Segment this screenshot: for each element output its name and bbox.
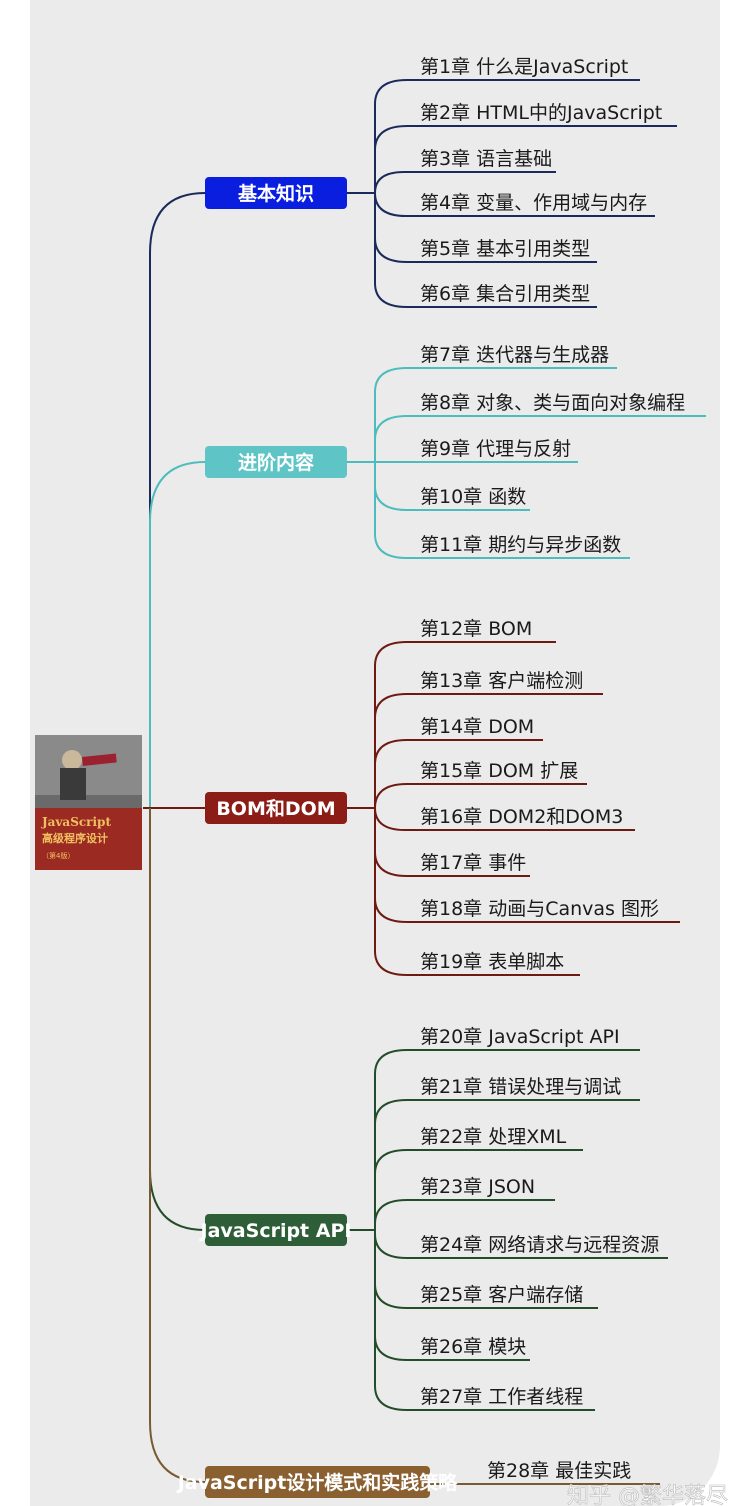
category-label: JavaScript API (199, 1220, 352, 1242)
chapter-label: 第4章 变量、作用域与内存 (420, 192, 647, 214)
category-node (205, 446, 347, 478)
chapter-label: 第15章 DOM 扩展 (420, 760, 578, 782)
cover-title-cn: 高级程序设计 (42, 831, 108, 845)
chapter-label: 第13章 客户端检测 (420, 670, 583, 692)
chapter-label: 第5章 基本引用类型 (420, 238, 590, 260)
chapter-label: 第21章 错误处理与调试 (420, 1076, 621, 1098)
chapter-connector (347, 1199, 555, 1231)
child-head (62, 750, 82, 770)
cover-title-en: JavaScript (41, 815, 111, 829)
chapter-connector (347, 367, 617, 463)
chapter-label: 第3章 语言基础 (420, 148, 552, 170)
branch-1: 第1章 什么是JavaScript 第2章 HTML中的JavaScript 第3章… (149, 56, 677, 808)
trunk-connector (149, 192, 206, 808)
chapter-connector (347, 79, 640, 194)
chapter-label: 第6章 集合引用类型 (420, 283, 590, 305)
chapter-connector (347, 1229, 595, 1411)
chapter-label: 第10章 函数 (420, 486, 526, 508)
category-node (205, 1214, 347, 1246)
chapter-connector (347, 641, 556, 809)
category-node (205, 177, 347, 209)
chapter-label: 第20章 JavaScript API (420, 1026, 620, 1048)
trunk-connector (149, 808, 206, 1231)
category-node (205, 792, 347, 824)
chapter-label: 第26章 模块 (420, 1336, 526, 1358)
chapter-label: 第7章 迭代器与生成器 (420, 344, 609, 366)
chapter-label: 第14章 DOM (420, 716, 534, 738)
category-label: 进阶内容 (238, 451, 314, 474)
chapter-connector (347, 739, 543, 809)
chapter-label: 第8章 对象、类与面向对象编程 (420, 392, 685, 414)
chapter-label: 第24章 网络请求与远程资源 (420, 1234, 659, 1256)
cover-band (35, 808, 142, 870)
chapter-connector (347, 171, 556, 194)
chapter-label: 第17章 事件 (420, 852, 526, 874)
chapter-label: 第11章 期约与异步函数 (420, 534, 621, 556)
chapter-label: 第28章 最佳实践 (487, 1460, 631, 1482)
chapter-connector (347, 807, 580, 976)
chapter-connector (347, 192, 597, 308)
category-label: JavaScript设计模式和实践策略 (176, 1471, 459, 1494)
chapter-label: 第19章 表单脚本 (420, 951, 564, 973)
chapter-label: 第1章 什么是JavaScript (420, 56, 628, 78)
category-node (205, 1466, 430, 1498)
book-cover-image: JavaScript 高级程序设计 （第4版） (35, 735, 142, 870)
chapter-connector (347, 125, 677, 194)
watermark: 知乎 @繁华落尽 (567, 1484, 728, 1506)
chapter-label: 第12章 BOM (420, 618, 532, 640)
chapter-label: 第18章 动画与Canvas 图形 (420, 898, 659, 920)
chapter-connector (347, 1049, 640, 1231)
telescope (81, 753, 117, 766)
category-label: BOM和DOM (216, 797, 335, 820)
chapter-connector (347, 461, 630, 559)
trunk-connector (149, 461, 206, 808)
cover-edition: （第4版） (42, 851, 74, 860)
chapter-connector (347, 693, 603, 809)
chapter-connector (347, 1149, 583, 1231)
chapter-connector (347, 415, 706, 463)
chapter-label: 第2章 HTML中的JavaScript (420, 102, 662, 124)
chapter-label: 第9章 代理与反射 (420, 438, 571, 460)
chapter-label: 第16章 DOM2和DOM3 (420, 806, 623, 828)
chapter-connector (347, 783, 587, 809)
chapter-label: 第27章 工作者线程 (420, 1386, 583, 1408)
chapter-label: 第22章 处理XML (420, 1126, 567, 1148)
branch-5: 第28章 最佳实践 JavaScript设计模式和实践策略 (149, 808, 660, 1498)
chapter-label: 第23章 JSON (420, 1176, 535, 1198)
child-body (60, 768, 86, 800)
category-label: 基本知识 (237, 182, 314, 205)
chapter-connector (347, 1099, 640, 1231)
chapter-label: 第25章 客户端存储 (420, 1284, 583, 1306)
trunk-connector (149, 808, 206, 1483)
